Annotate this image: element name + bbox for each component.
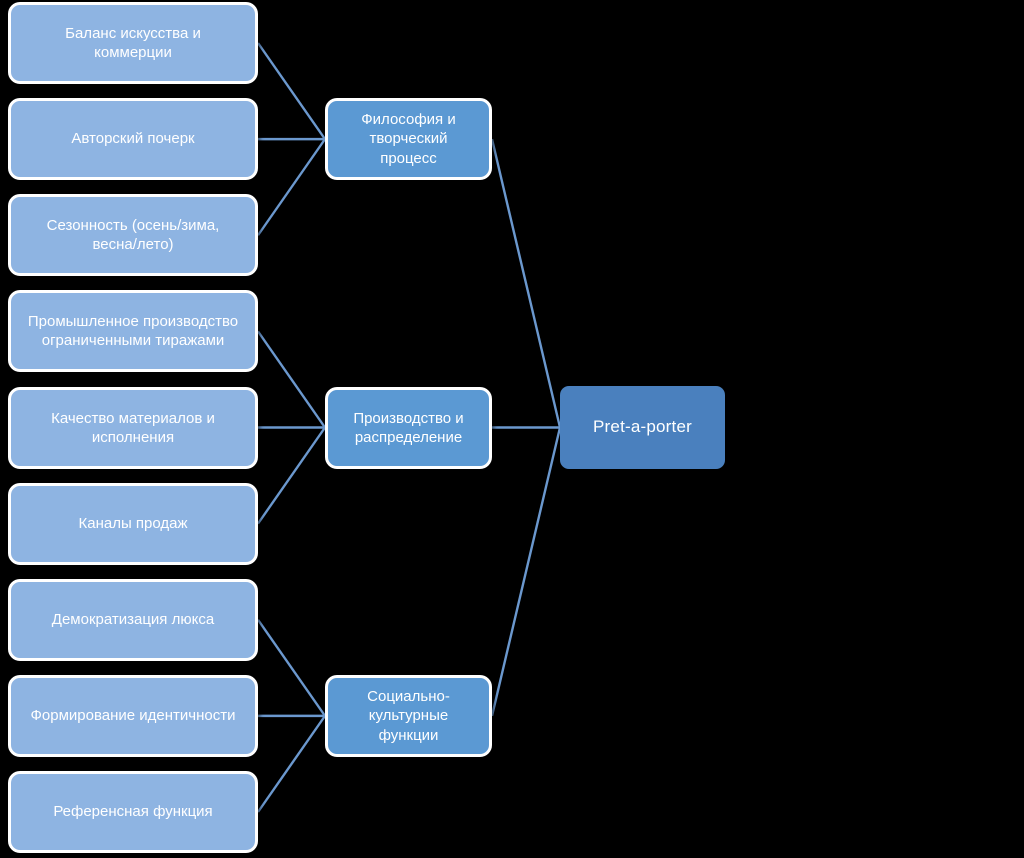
- category-node: Социально-культурные функции: [325, 675, 492, 757]
- leaf-node: Формирование идентичности: [8, 675, 258, 757]
- leaf-node: Авторский почерк: [8, 98, 258, 180]
- leaf-node: Качество материалов и исполнения: [8, 387, 258, 469]
- connector-line: [257, 138, 326, 236]
- connector-line: [257, 330, 326, 429]
- leaf-node: Референсная функция: [8, 771, 258, 853]
- leaf-node: Баланс искусства и коммерции: [8, 2, 258, 84]
- connector-line: [257, 426, 326, 525]
- connector-line: [490, 427, 562, 717]
- category-node: Философия и творческий процесс: [325, 98, 492, 180]
- connector-line: [257, 619, 326, 717]
- connector-line: [490, 138, 562, 428]
- root-node-pret-a-porter: Pret-a-porter: [560, 386, 725, 469]
- leaf-node: Демократизация люкса: [8, 579, 258, 661]
- leaf-node: Каналы продаж: [8, 483, 258, 565]
- leaf-node: Промышленное производство ограниченными …: [8, 290, 258, 372]
- connector-line: [257, 715, 326, 813]
- leaf-node: Сезонность (осень/зима, весна/лето): [8, 194, 258, 276]
- connector-line: [257, 42, 326, 140]
- category-node: Производство и распределение: [325, 387, 492, 469]
